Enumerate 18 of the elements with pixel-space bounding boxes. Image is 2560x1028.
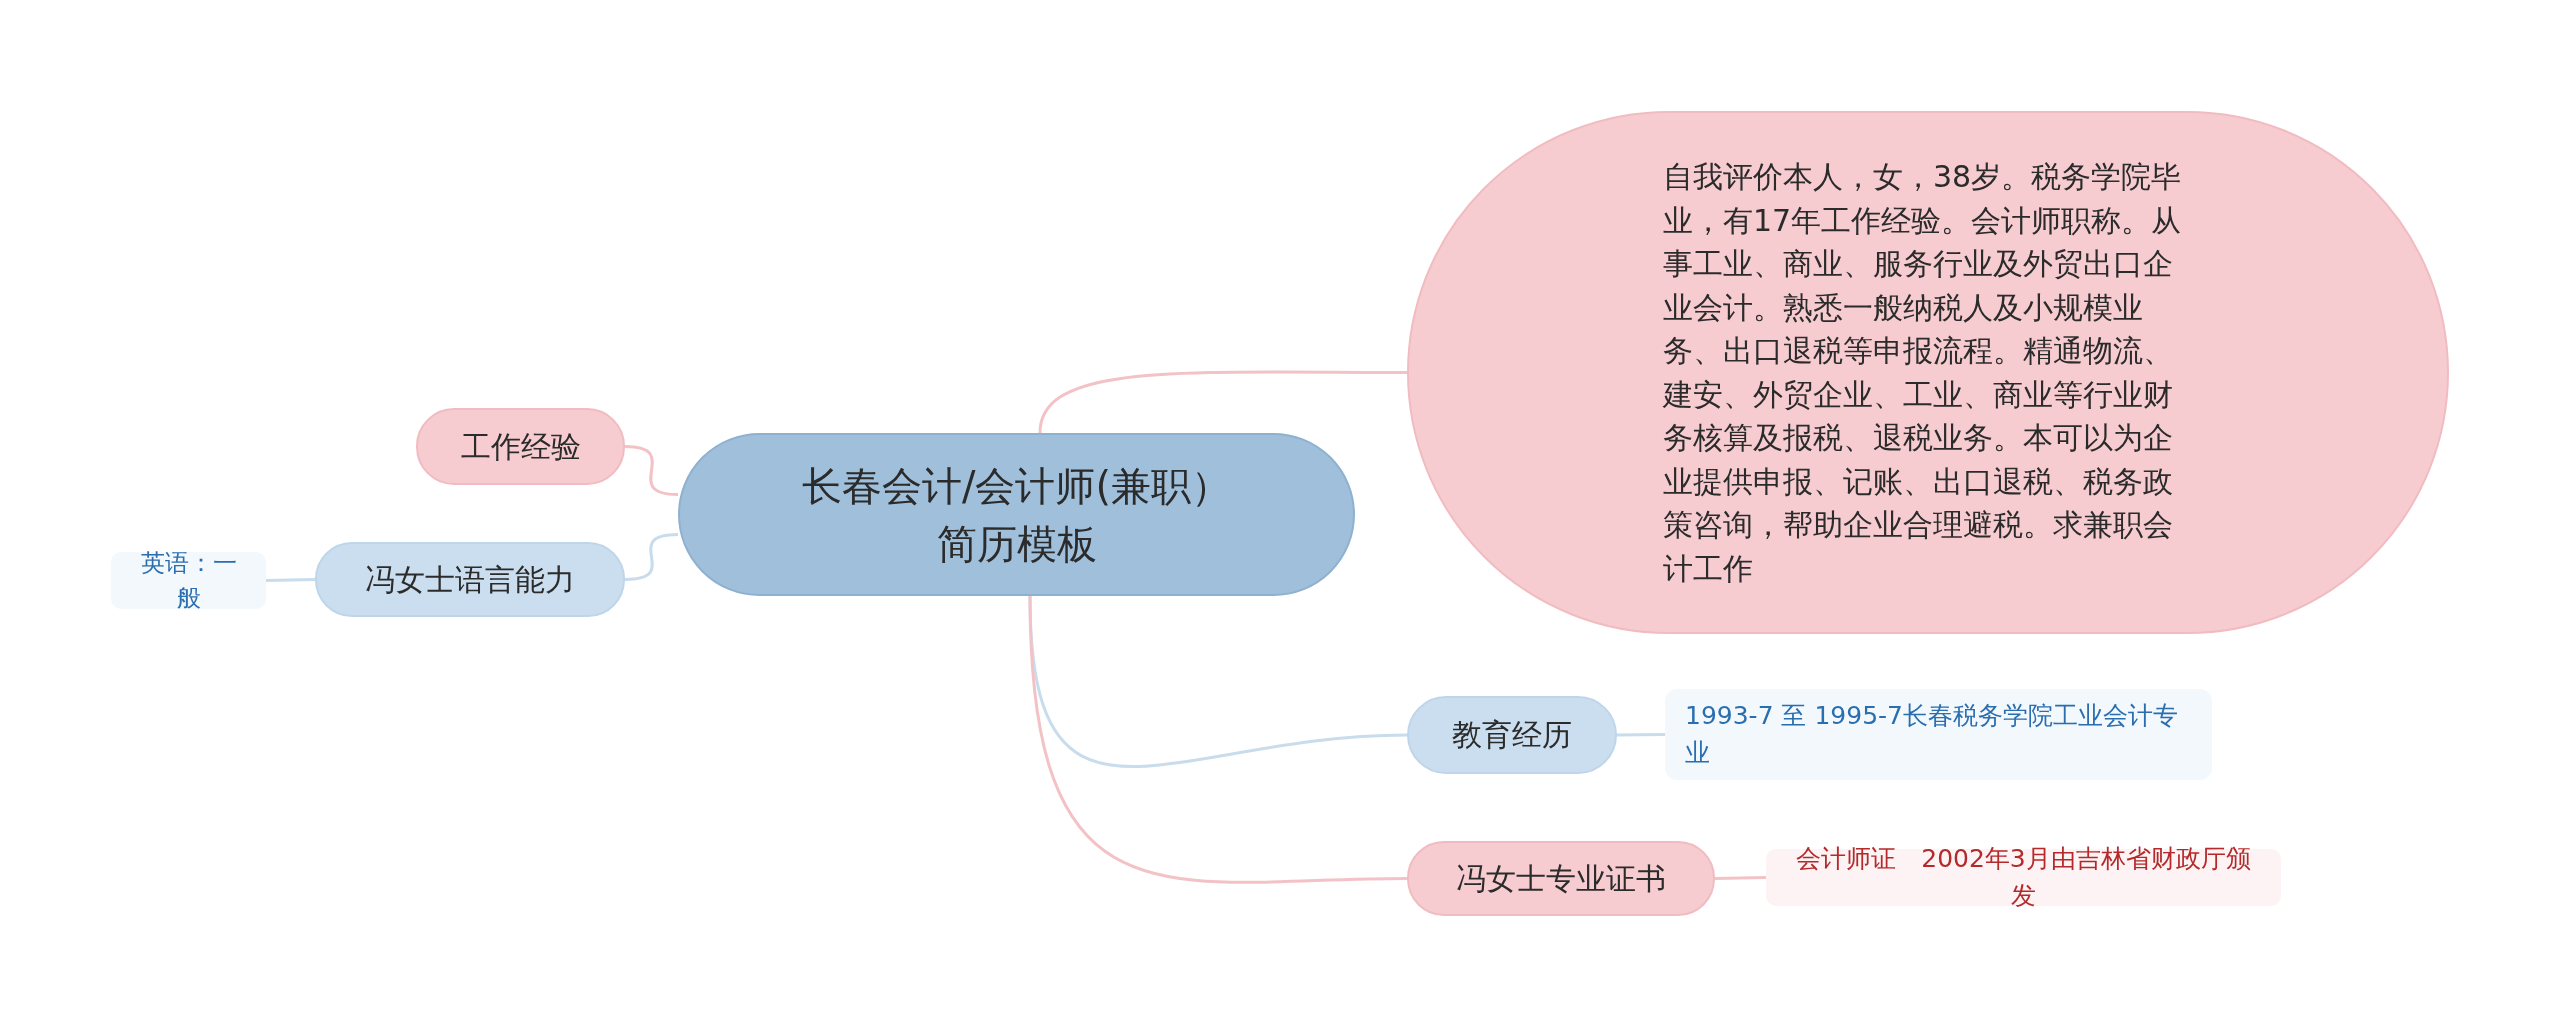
topic-text: 教育经历 [1452,716,1572,755]
topic-title: 长春会计/会计师(兼职）简历模板 [800,461,1233,569]
connector-line [624,445,679,496]
connector-line [265,578,316,582]
connector-line [624,533,679,581]
topic-text: 自我评价本人，女，38岁。税务学院毕业，有17年工作经验。会计师职称。从事工业、商业、服务行业及外贸出口企业会计。熟悉一般纳税人及小规模业务、出口退税等申报流程。精通物流、建安、外贸企业、工业、商业等行业财务核算及报税、退税业务。本可以为企业提供申报、记账、出口退税、税务政策咨询，帮助企业合理避税。求兼职会计工作 [1663,158,2183,588]
connector-line [1028,595,1408,884]
topic-text: 会计师证 2002年3月由吉林省财政厅颁发 [1795,843,2252,912]
topic-text: 冯女士专业证书 [1456,859,1666,898]
connector-line [1617,733,1665,737]
connector-line [1714,876,1767,880]
note-box [1665,689,2212,780]
topic-text: 冯女士语言能力 [365,560,575,599]
topic-text: 英语：一般 [139,547,238,614]
topic-text: 1993-7 至 1995-7长春税务学院工业会计专业 [1685,700,2179,769]
note-box [111,552,266,609]
connector-line [1038,370,1407,434]
topic-text: 工作经验 [460,427,581,466]
